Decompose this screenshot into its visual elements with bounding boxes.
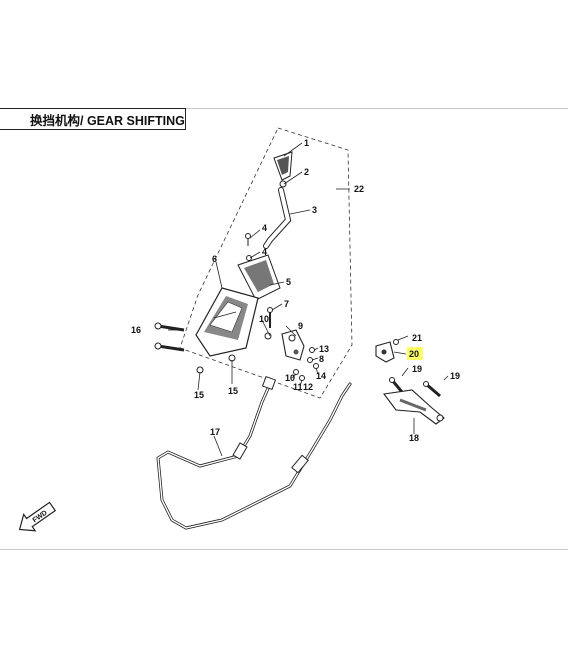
leader-lines — [168, 142, 449, 457]
callout-4-lower: 4 — [262, 247, 267, 257]
callout-9: 9 — [298, 321, 303, 331]
callout-10-upper: 10 — [259, 314, 269, 324]
callout-16: 16 — [131, 325, 141, 335]
shift-lever-rod — [263, 187, 292, 249]
callout-13: 13 — [319, 344, 329, 354]
callout-7: 7 — [284, 299, 289, 309]
callout-18: 18 — [409, 433, 419, 443]
bolt-4-lower — [246, 255, 252, 261]
callout-17: 17 — [210, 427, 220, 437]
fwd-arrow-icon: FWD — [18, 501, 57, 532]
callout-20-highlight — [407, 347, 423, 360]
callout-4-upper: 4 — [262, 223, 267, 233]
bolt-19-right — [423, 381, 441, 398]
fwd-label: FWD — [32, 510, 49, 525]
callout-2: 2 — [304, 167, 309, 177]
washer-10-upper — [264, 332, 272, 340]
shift-bracket-housing — [195, 287, 259, 357]
bracket-20 — [375, 341, 395, 363]
bolt-16 — [154, 322, 185, 352]
lever-cover — [237, 254, 281, 301]
nut-14 — [313, 363, 319, 369]
callout-12: 12 — [303, 382, 313, 392]
callout-19-right: 19 — [450, 371, 460, 381]
shift-linkage-18 — [383, 389, 445, 425]
callout-20: 20 — [409, 349, 419, 359]
callout-3: 3 — [312, 205, 317, 215]
callout-8: 8 — [319, 354, 324, 364]
callout-15-right: 15 — [228, 386, 238, 396]
callout-21: 21 — [412, 333, 422, 343]
diagram-title-box: 换挡机构/ GEAR SHIFTING — [0, 108, 186, 130]
callout-6: 6 — [212, 254, 217, 264]
bolt-19-left — [389, 377, 404, 393]
washer-8 — [307, 357, 313, 363]
callout-19-left: 19 — [412, 364, 422, 374]
shift-arm-9 — [281, 329, 305, 361]
nut-11 — [299, 375, 305, 381]
bolt-4-upper — [245, 233, 251, 246]
diagram-title: 换挡机构/ GEAR SHIFTING — [30, 113, 185, 128]
callout-5: 5 — [286, 277, 291, 287]
callout-22: 22 — [354, 184, 364, 194]
bolt-21 — [393, 339, 399, 345]
callout-10-lower: 10 — [285, 373, 295, 383]
callout-14: 14 — [316, 371, 326, 381]
shift-knob — [273, 151, 293, 188]
shift-cable — [156, 375, 352, 530]
assembly-outline-22 — [179, 127, 353, 399]
callout-15-left: 15 — [194, 390, 204, 400]
callout-1: 1 — [304, 138, 309, 148]
washer-13 — [309, 347, 315, 353]
callout-11: 11 — [293, 382, 303, 392]
diagram-frame — [0, 108, 568, 550]
